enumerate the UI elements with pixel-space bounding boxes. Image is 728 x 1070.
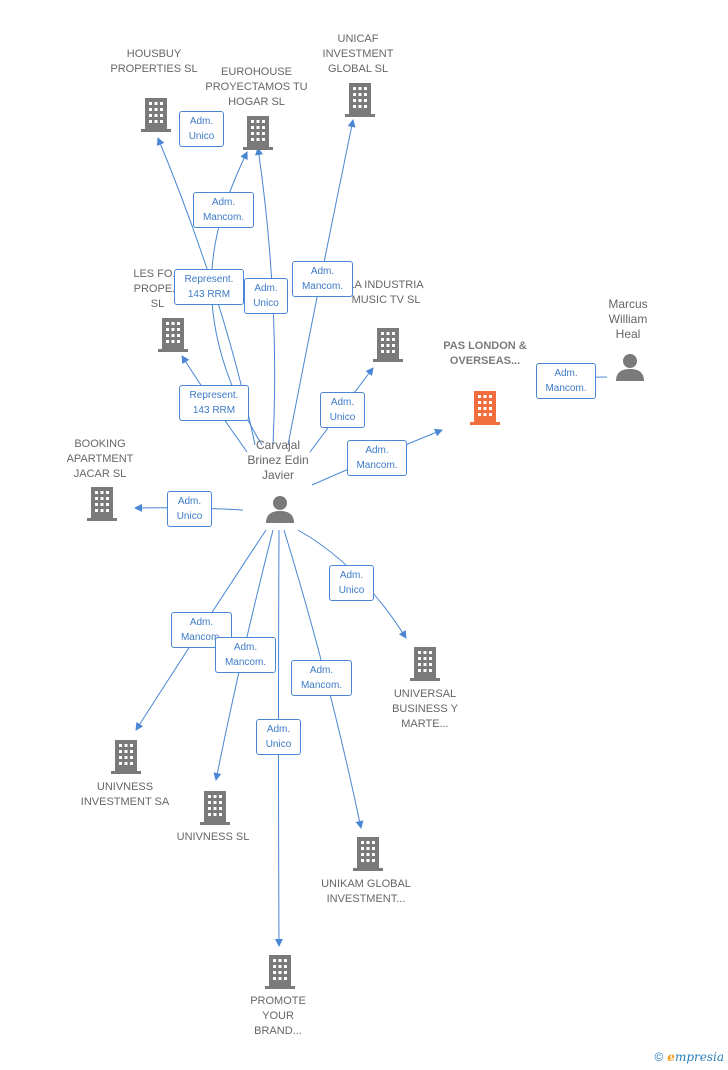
edge-label-line1: Adm. [309, 665, 334, 676]
node-label-booking[interactable]: BOOKING APARTMENT JACAR SL [66, 438, 134, 480]
node-label-univness[interactable]: UNIVNESS SL [176, 831, 250, 843]
building-icon [470, 391, 500, 425]
building-icon [345, 83, 375, 117]
building-icon [158, 318, 188, 352]
building-icon [200, 791, 230, 825]
person-icon [266, 496, 294, 523]
brand-initial: e [667, 1050, 675, 1064]
edge-label-line1: Adm. [310, 266, 335, 277]
building-icon [410, 647, 440, 681]
edge-label-line2: Unico [265, 739, 292, 750]
edge-label-line1: Represent. [189, 390, 239, 401]
edge-label-line2: Mancom. [545, 383, 587, 394]
edge-label-line2: Mancom. [180, 632, 223, 643]
edge-label-eurohouse[interactable]: Adm. Mancom. [193, 192, 254, 228]
edge-label-line1: Adm. [254, 283, 278, 294]
edge-label-line1: Adm. [211, 197, 236, 208]
edge-label-promote[interactable]: Adm. Unico [256, 719, 301, 755]
edge-label-line1: Adm. [266, 724, 291, 735]
edge-label-lesf[interactable]: Represent. 143 RRM [179, 385, 249, 421]
node-label-laindustria[interactable]: LA INDUSTRIA MUSIC TV SL [348, 279, 424, 306]
edge-label-line1: Adm. [365, 445, 389, 456]
edge-label-line1: Adm. [339, 570, 364, 581]
building-icon [373, 328, 403, 362]
building-icon [141, 98, 171, 132]
edge-label-housbuy-rep[interactable]: Represent. 143 RRM [174, 269, 244, 305]
node-label-unicaf[interactable]: UNICAF INVESTMENT GLOBAL SL [322, 33, 394, 75]
edge-label-line2: Mancom. [356, 460, 398, 471]
edge-label-line2: Mancom. [224, 657, 267, 668]
edge-label-line2: Mancom. [300, 680, 343, 691]
building-icon [243, 116, 273, 150]
building-icon [353, 837, 383, 871]
brand-footer[interactable]: ©empresia [654, 1050, 724, 1064]
node-label-promote[interactable]: PROMOTE YOUR BRAND... [250, 995, 306, 1037]
edge-label-line1: Adm. [330, 397, 355, 408]
edge-label-eurohouse-unico[interactable]: Adm. Unico [244, 278, 288, 314]
edge-label-line1: Adm. [233, 642, 258, 653]
building-icon [111, 740, 141, 774]
building-icon [87, 487, 117, 521]
edge-label-line2: Unico [253, 298, 279, 309]
edge-label-pas[interactable]: Adm. Mancom. [347, 440, 407, 476]
edge-label-univness[interactable]: Adm. Mancom. [215, 637, 276, 673]
edge-label-line2: Unico [176, 511, 203, 522]
edge-label-line1: Adm. [554, 368, 578, 379]
edge-label-unicaf[interactable]: Adm. Mancom. [292, 261, 353, 297]
node-label-eurohouse[interactable]: EUROHOUSE PROYECTAMOS TU HOGAR SL [205, 66, 308, 108]
edge-label-line2: 143 RRM [187, 289, 231, 300]
edge-label-unikam[interactable]: Adm. Mancom. [291, 660, 352, 696]
edge-label-line1: Adm. [189, 617, 214, 628]
edge-label-line2: Mancom. [301, 281, 344, 292]
edge-label-line2: Unico [338, 585, 365, 596]
edge-label-line2: Mancom. [202, 212, 245, 223]
node-label-pas[interactable]: PAS LONDON & OVERSEAS... [443, 340, 527, 367]
edge-label-housbuy[interactable]: Adm. Unico [179, 111, 224, 147]
node-label-center[interactable]: Carvajal Brinez Edin Javier [247, 438, 309, 482]
node-icons [87, 83, 644, 989]
edge-label-line1: Adm. [177, 496, 202, 507]
person-icon [616, 354, 644, 381]
node-label-marcus[interactable]: Marcus William Heal [608, 297, 648, 341]
edge-label-laindustria[interactable]: Adm. Unico [320, 392, 365, 428]
edge-label-line2: Unico [188, 131, 215, 142]
copyright-symbol: © [654, 1050, 664, 1064]
node-label-unikam[interactable]: UNIKAM GLOBAL INVESTMENT... [321, 878, 411, 905]
edge-label-booking[interactable]: Adm. Unico [167, 491, 212, 527]
edge-label-line1: Adm. [189, 116, 214, 127]
brand-name: mpresia [674, 1050, 724, 1064]
node-label-lesf[interactable]: LES FO... PROPE... SL [133, 268, 182, 310]
edge-label-line2: 143 RRM [192, 405, 236, 416]
edge-label-line2: Unico [329, 412, 356, 423]
node-label-univnessinv[interactable]: UNIVNESS INVESTMENT SA [80, 781, 170, 808]
node-label-universal[interactable]: UNIVERSAL BUSINESS Y MARTE... [392, 688, 458, 730]
edge-label-universal[interactable]: Adm. Unico [329, 565, 374, 601]
node-label-housbuy[interactable]: HOUSBUY PROPERTIES SL [110, 48, 198, 75]
edge-label-line1: Represent. [184, 274, 234, 285]
edge-label-marcus[interactable]: Adm. Mancom. [536, 363, 596, 399]
building-icon [265, 955, 295, 989]
